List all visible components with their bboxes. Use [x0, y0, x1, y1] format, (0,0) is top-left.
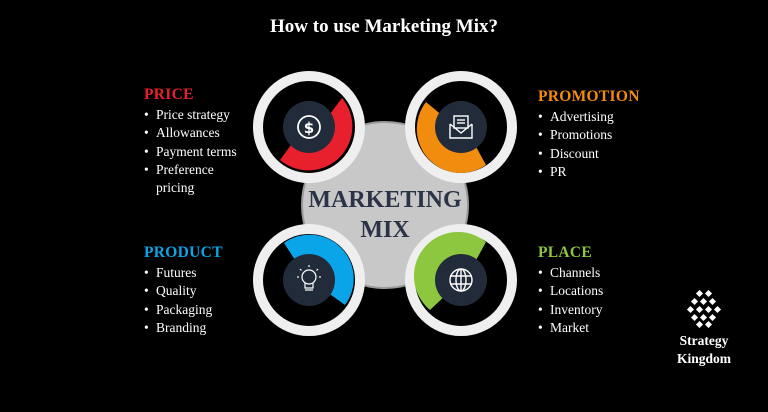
promotion-ring [405, 71, 517, 183]
list-item: PR [538, 163, 668, 182]
diamond-grid-icon [686, 290, 722, 328]
list-item: Promotions [538, 126, 668, 145]
list-item: Channels [538, 264, 648, 283]
list-item: Quality [144, 282, 254, 301]
product-heading: PRODUCT [144, 244, 223, 261]
promotion-section: PROMOTION Advertising Promotions Discoun… [538, 88, 668, 181]
product-section: PRODUCT Futures Quality Packaging Brandi… [144, 244, 254, 337]
svg-text:$: $ [304, 119, 314, 137]
list-item: Locations [538, 282, 648, 301]
page-title: How to use Marketing Mix? [270, 16, 498, 37]
logo-text-line2: Kingdom [676, 351, 731, 366]
center-label-line2: MIX [360, 217, 410, 243]
list-item: Discount [538, 145, 668, 164]
list-item: Branding [144, 319, 254, 338]
list-item: Inventory [538, 301, 648, 320]
dollar-icon: $ [297, 115, 321, 139]
globe-icon [449, 268, 473, 292]
product-ring [253, 224, 365, 336]
list-item: Allowances [144, 124, 254, 143]
list-item: Futures [144, 264, 254, 283]
place-section: PLACE Channels Locations Inventory Marke… [538, 244, 648, 337]
envelope-icon [449, 115, 473, 139]
price-list: Price strategy Allowances Payment terms … [144, 106, 254, 197]
promotion-heading: PROMOTION [538, 88, 640, 105]
lightbulb-icon [297, 265, 321, 291]
logo-text-line1: Strategy [679, 333, 729, 348]
price-heading: PRICE [144, 86, 194, 103]
list-item: Advertising [538, 108, 668, 127]
promotion-list: Advertising Promotions Discount PR [538, 108, 668, 181]
price-ring: $ [253, 71, 365, 183]
list-item: Market [538, 319, 648, 338]
place-list: Channels Locations Inventory Market [538, 264, 648, 337]
product-list: Futures Quality Packaging Branding [144, 264, 254, 337]
list-item: Price strategy [144, 106, 254, 125]
place-ring [405, 224, 517, 336]
price-section: PRICE Price strategy Allowances Payment … [144, 86, 254, 197]
center-label-line1: MARKETING [308, 187, 462, 213]
strategy-kingdom-logo: Strategy Kingdom [664, 290, 744, 368]
list-item: Payment terms [144, 143, 254, 162]
list-item: Preference pricing [144, 161, 226, 198]
list-item: Packaging [144, 301, 254, 320]
place-heading: PLACE [538, 244, 593, 261]
